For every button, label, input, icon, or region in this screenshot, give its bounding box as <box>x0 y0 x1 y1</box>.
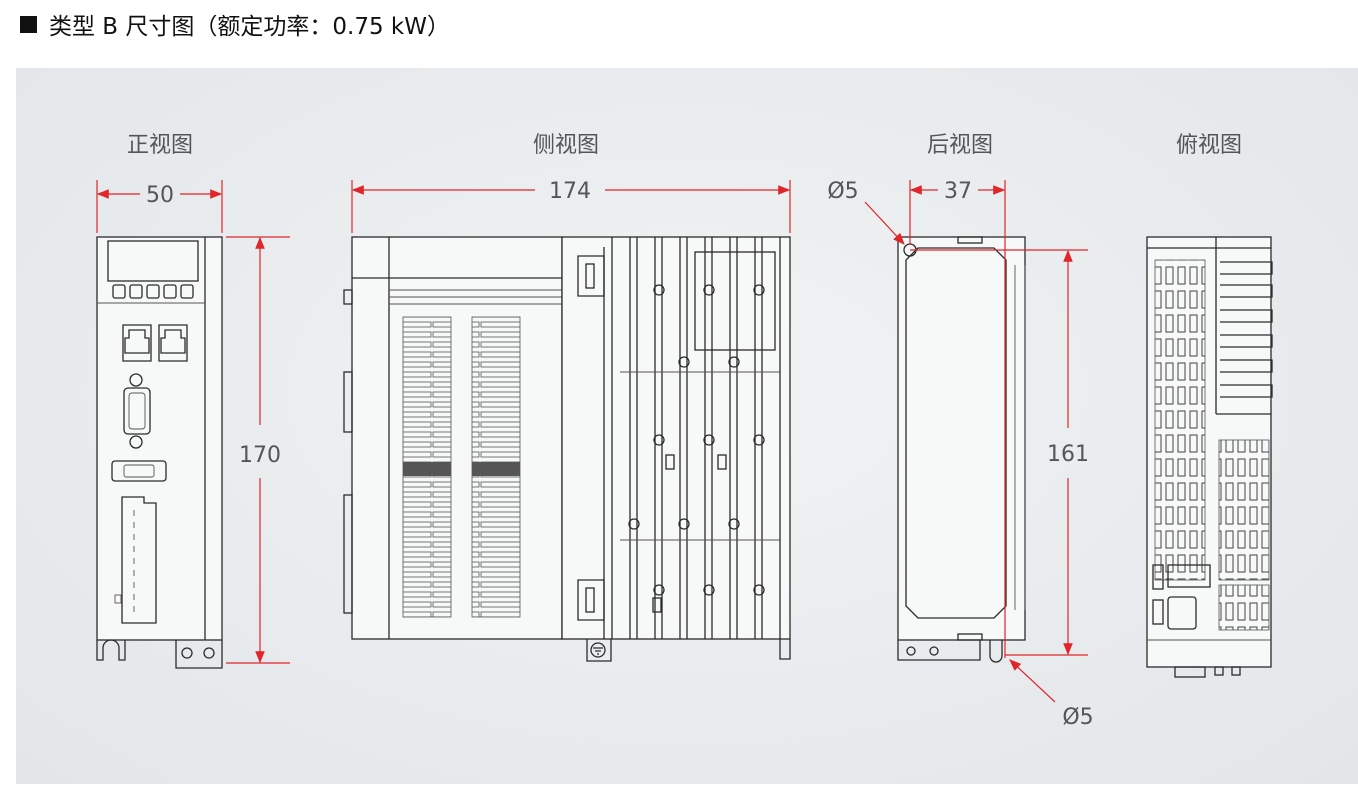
rear-view-title: 后视图 <box>927 133 993 158</box>
diagram-heading: 类型 B 尺寸图（额定功率：0.75 kW） <box>20 7 450 41</box>
square-bullet-icon <box>20 15 37 33</box>
dimension-side-depth: 174 <box>351 179 791 233</box>
top-view <box>1146 236 1273 678</box>
top-view-title: 俯视图 <box>1176 133 1242 158</box>
rear-height-value: 161 <box>1047 442 1089 467</box>
heading-text: 类型 B 尺寸图（额定功率：0.75 kW） <box>49 14 450 40</box>
hole-bottom-value: Ø5 <box>1062 705 1093 730</box>
rear-view <box>897 236 1026 663</box>
side-view <box>343 236 791 662</box>
dimension-rear-width: 37 <box>909 179 1006 658</box>
dimension-rear-height: 161 <box>910 249 1089 656</box>
front-view <box>96 236 223 669</box>
dimension-front-width: 50 <box>96 180 223 233</box>
dimension-hole-bottom: Ø5 <box>1009 659 1094 730</box>
dimension-hole-top: Ø5 <box>827 179 905 245</box>
front-width-value: 50 <box>146 183 174 208</box>
side-view-title: 侧视图 <box>533 133 599 158</box>
hole-top-value: Ø5 <box>827 179 858 204</box>
dimension-front-height: 170 <box>226 236 290 664</box>
front-view-title: 正视图 <box>127 133 193 158</box>
rear-width-value: 37 <box>944 179 972 204</box>
front-height-value: 170 <box>239 443 281 468</box>
side-depth-value: 174 <box>549 179 591 204</box>
